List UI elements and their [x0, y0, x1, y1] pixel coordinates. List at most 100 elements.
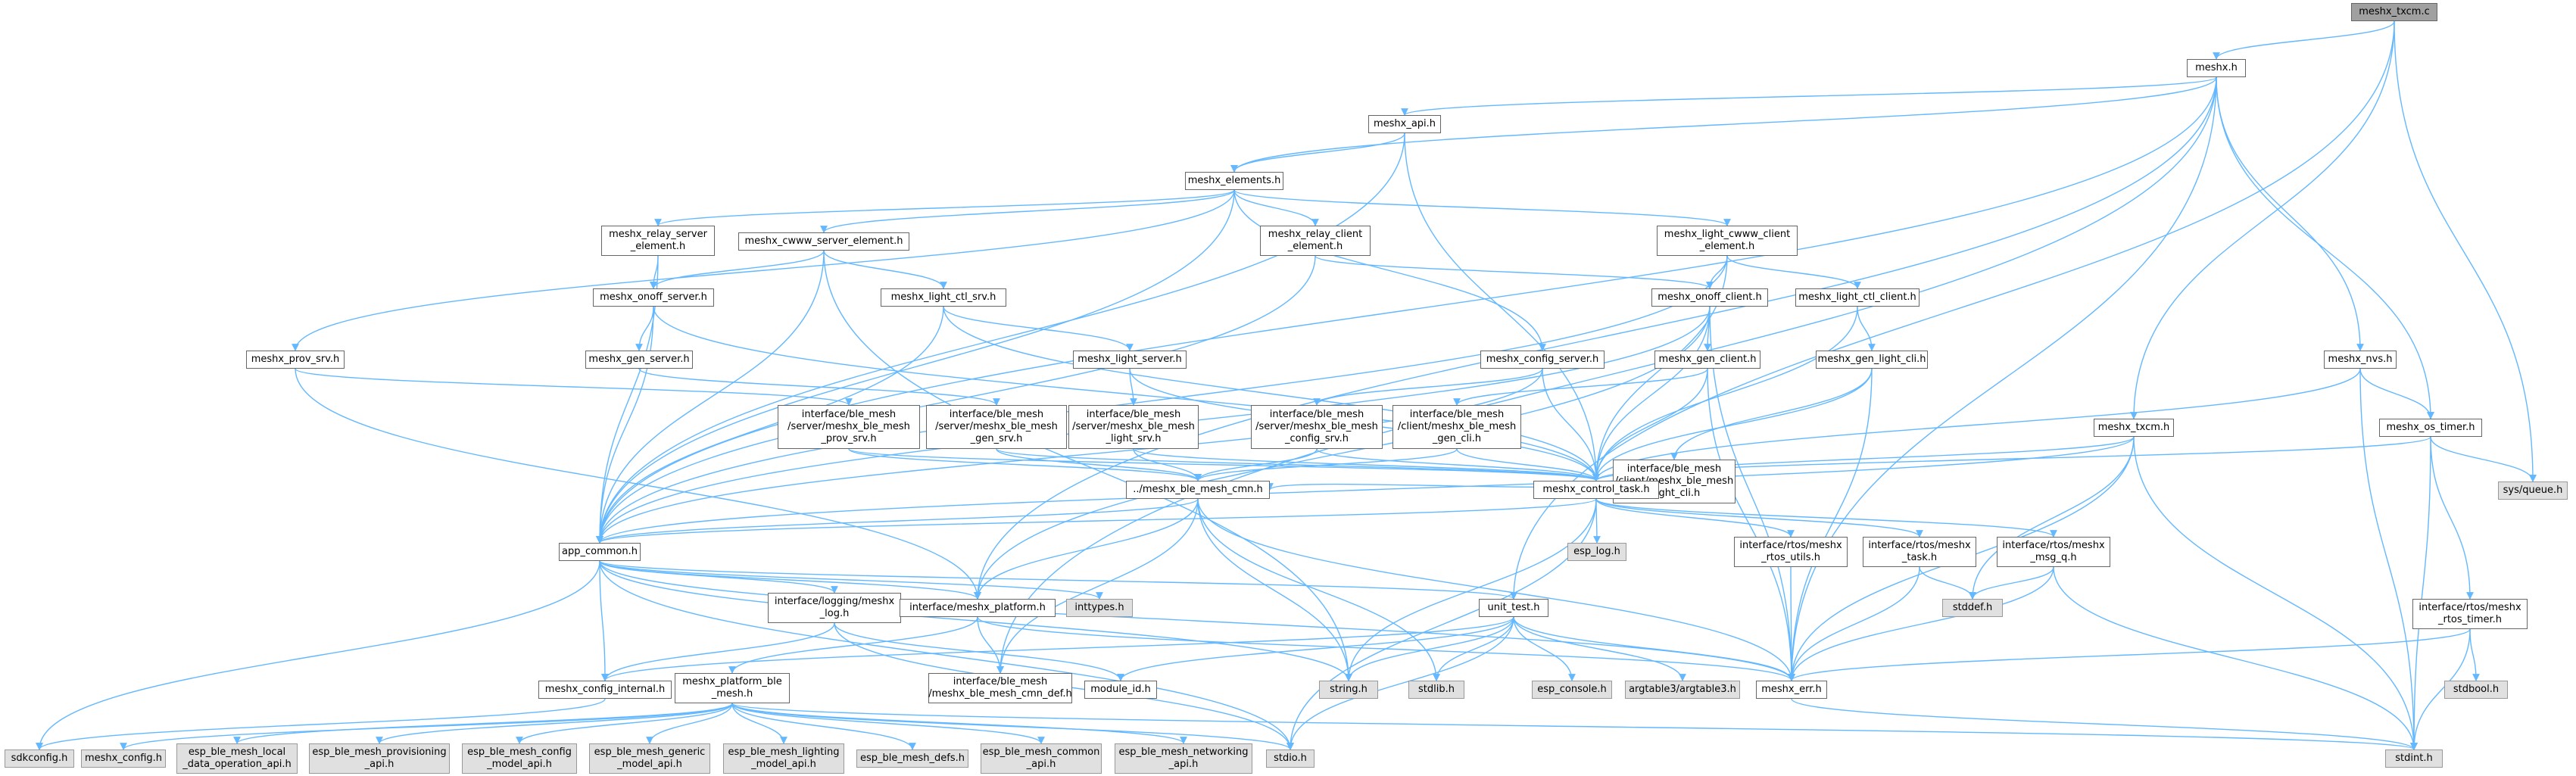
- edge-meshx-cwww-server-element-h-to-app-common-h: [596, 250, 825, 544]
- node-meshx-gen-light-cli-h[interactable]: meshx_gen_light_cli.h: [1816, 351, 1928, 369]
- node-meshx-onoff-server-h[interactable]: meshx_onoff_server.h: [593, 288, 714, 307]
- node-stdio-h[interactable]: stdio.h: [1266, 750, 1315, 768]
- edge-gen-cli-iface-to-ble-mesh-cmn-h: [1194, 448, 1458, 481]
- edge-app-common-h-to-sdkconfig-h: [36, 560, 600, 750]
- node-meshx-prov-srv-h[interactable]: meshx_prov_srv.h: [246, 351, 345, 369]
- node-meshx-txcm-h[interactable]: meshx_txcm.h: [2094, 419, 2174, 437]
- node-esp-lighting-model-h[interactable]: esp_ble_mesh_lighting _model_api.h: [723, 743, 844, 774]
- node-meshx-light-cwww-client-element-h[interactable]: meshx_light_cwww_client _element.h: [1657, 226, 1798, 256]
- edge-rtos-msg-q-h-to-stdint-h: [2053, 566, 2418, 750]
- node-logging-log-h[interactable]: interface/logging/meshx _log.h: [768, 593, 901, 623]
- node-inttypes-h[interactable]: inttypes.h: [1066, 599, 1133, 617]
- edge-gen-srv-iface-to-meshx-control-task-h: [996, 448, 1600, 481]
- node-meshx-platform-ble-mesh-h[interactable]: meshx_platform_ble _mesh.h: [675, 673, 790, 703]
- edge-meshx-gen-server-h-to-gen-srv-iface: [638, 368, 1000, 406]
- node-ble-mesh-cmn-def-h[interactable]: interface/ble_mesh /meshx_ble_mesh_cmn_d…: [928, 673, 1072, 703]
- node-string-h[interactable]: string.h: [1319, 681, 1378, 699]
- node-rtos-utils-h[interactable]: interface/rtos/meshx _rtos_utils.h: [1734, 537, 1848, 567]
- node-ble-mesh-cmn-h[interactable]: ../meshx_ble_mesh_cmn.h: [1126, 481, 1270, 499]
- edge-meshx-h-to-ble-mesh-cmn-def-h: [996, 76, 2217, 674]
- edge-meshx-gen-client-h-to-meshx-err-h: [1707, 368, 1795, 681]
- node-meshx-config-server-h[interactable]: meshx_config_server.h: [1480, 351, 1605, 369]
- node-meshx-gen-client-h[interactable]: meshx_gen_client.h: [1654, 351, 1760, 369]
- edge-meshx-gen-light-cli-h-to-meshx-err-h: [1788, 368, 1873, 681]
- node-esp-networking-h[interactable]: esp_ble_mesh_networking _api.h: [1115, 743, 1252, 774]
- edge-meshx-control-task-h-to-rtos-task-h: [1595, 498, 1923, 538]
- edge-meshx-h-to-meshx-nvs-h: [2216, 76, 2364, 351]
- node-esp-common-api-h[interactable]: esp_ble_mesh_common _api.h: [981, 743, 1102, 774]
- edge-app-common-h-to-meshx-config-internal-h: [599, 560, 609, 681]
- node-meshx-config-h[interactable]: meshx_config.h: [81, 750, 166, 768]
- node-meshx-api-h[interactable]: meshx_api.h: [1368, 115, 1441, 133]
- node-esp-console-h[interactable]: esp_console.h: [1532, 681, 1612, 699]
- node-meshx-light-server-h[interactable]: meshx_light_server.h: [1073, 351, 1187, 369]
- node-stdlib-h[interactable]: stdlib.h: [1408, 681, 1464, 699]
- node-meshx-os-timer-h[interactable]: meshx_os_timer.h: [2379, 419, 2482, 437]
- node-meshx-cwww-server-element-h[interactable]: meshx_cwww_server_element.h: [738, 232, 909, 251]
- edge-meshx-platform-ble-mesh-h-to-esp-defs-h: [731, 703, 916, 750]
- node-app-common-h[interactable]: app_common.h: [559, 543, 641, 561]
- edge-meshx-gen-client-h-to-meshx-control-task-h: [1592, 368, 1708, 481]
- edge-meshx-os-timer-h-to-stdint-h: [2410, 436, 2431, 750]
- node-esp-generic-model-h[interactable]: esp_ble_mesh_generic _model_api.h: [589, 743, 710, 774]
- node-esp-log-h[interactable]: esp_log.h: [1567, 543, 1626, 561]
- node-unit-test-h[interactable]: unit_test.h: [1479, 599, 1548, 617]
- node-esp-config-model-h[interactable]: esp_ble_mesh_config _model_api.h: [462, 743, 577, 774]
- node-meshx-gen-server-h[interactable]: meshx_gen_server.h: [585, 351, 693, 369]
- node-rtos-msg-q-h[interactable]: interface/rtos/meshx _msg_q.h: [1997, 537, 2110, 567]
- node-meshx-elements-h[interactable]: meshx_elements.h: [1185, 172, 1283, 190]
- node-prov-srv-iface[interactable]: interface/ble_mesh /server/meshx_ble_mes…: [778, 405, 920, 449]
- edge-meshx-control-task-h-to-rtos-msg-q-h: [1595, 498, 2057, 538]
- edge-meshx-h-to-meshx-elements-h: [1230, 76, 2217, 173]
- node-esp-provisioning-h[interactable]: esp_ble_mesh_provisioning _api.h: [309, 743, 450, 774]
- edge-ble-mesh-cmn-h-to-meshx-platform-h: [974, 498, 1199, 600]
- node-config-srv-iface[interactable]: interface/ble_mesh /server/meshx_ble_mes…: [1251, 405, 1383, 449]
- node-stddef-h[interactable]: stddef.h: [1942, 599, 2003, 617]
- edge-meshx-platform-ble-mesh-h-to-esp-lighting-model-h: [731, 703, 787, 744]
- edge-meshx-config-server-h-to-app-common-h: [596, 368, 1543, 544]
- edge-unit-test-h-to-argtable3-h: [1513, 616, 1686, 681]
- node-argtable3-h[interactable]: argtable3/argtable3.h: [1625, 681, 1740, 699]
- edge-meshx-control-task-h-to-app-common-h: [596, 498, 1597, 544]
- node-meshx-nvs-h[interactable]: meshx_nvs.h: [2324, 351, 2397, 369]
- edge-ble-mesh-cmn-h-to-meshx-err-h: [1197, 498, 1795, 681]
- node-gen-cli-iface[interactable]: interface/ble_mesh /client/meshx_ble_mes…: [1392, 405, 1521, 449]
- edge-meshx-cwww-server-element-h-to-meshx-onoff-server-h: [650, 250, 825, 289]
- node-meshx-h[interactable]: meshx.h: [2187, 59, 2246, 77]
- node-meshx-light-ctl-client-h[interactable]: meshx_light_ctl_client.h: [1795, 288, 1920, 307]
- edge-meshx-h-to-meshx-api-h: [1401, 76, 2217, 116]
- node-module-id-h[interactable]: module_id.h: [1084, 681, 1157, 699]
- edge-meshx-onoff-server-h-to-meshx-control-task-h: [653, 306, 1600, 481]
- edge-meshx-prov-srv-h-to-meshx-platform-h: [295, 368, 981, 600]
- edge-meshx-platform-h-to-ble-mesh-cmn-def-h: [977, 616, 1004, 674]
- node-meshx-err-h[interactable]: meshx_err.h: [1756, 681, 1827, 699]
- node-stdbool-h[interactable]: stdbool.h: [2444, 681, 2508, 699]
- node-light-srv-iface[interactable]: interface/ble_mesh /server/meshx_ble_mes…: [1068, 405, 1199, 449]
- node-sys-queue-h[interactable]: sys/queue.h: [2498, 481, 2568, 500]
- node-meshx-relay-client-element-h[interactable]: meshx_relay_client _element.h: [1260, 226, 1371, 256]
- node-rtos-timer-h[interactable]: interface/rtos/meshx _rtos_timer.h: [2412, 599, 2528, 629]
- edge-meshx-platform-ble-mesh-h-to-meshx-config-h: [120, 703, 733, 750]
- edge-meshx-txcm-h-to-stddef-h: [1969, 436, 2135, 600]
- node-meshx-txcm-c[interactable]: meshx_txcm.c: [2351, 3, 2437, 21]
- edge-meshx-gen-client-h-to-gen-cli-iface: [1453, 368, 1708, 406]
- edge-unit-test-h-to-stdlib-h: [1433, 616, 1514, 681]
- edge-meshx-control-task-h-to-rtos-utils-h: [1595, 498, 1795, 538]
- edge-meshx-platform-ble-mesh-h-to-stdio-h: [731, 703, 1294, 750]
- node-meshx-control-task-h[interactable]: meshx_control_task.h: [1533, 481, 1659, 499]
- node-meshx-platform-h[interactable]: interface/meshx_platform.h: [900, 599, 1056, 617]
- node-meshx-config-internal-h[interactable]: meshx_config_internal.h: [538, 681, 672, 699]
- edge-meshx-elements-h-to-meshx-config-server-h: [1233, 189, 1546, 351]
- node-meshx-onoff-client-h[interactable]: meshx_onoff_client.h: [1651, 288, 1768, 307]
- node-sdkconfig-h[interactable]: sdkconfig.h: [5, 750, 74, 768]
- edge-meshx-platform-ble-mesh-h-to-esp-provisioning-h: [376, 703, 733, 744]
- edge-meshx-control-task-h-to-string-h: [1345, 498, 1597, 681]
- node-gen-srv-iface[interactable]: interface/ble_mesh /server/meshx_ble_mes…: [926, 405, 1067, 449]
- node-esp-local-data-h[interactable]: esp_ble_mesh_local _data_operation_api.h: [176, 743, 298, 774]
- node-meshx-light-ctl-srv-h[interactable]: meshx_light_ctl_srv.h: [881, 288, 1006, 307]
- edge-meshx-elements-h-to-app-common-h: [596, 189, 1235, 544]
- node-meshx-relay-server-element-h[interactable]: meshx_relay_server _element.h: [601, 226, 715, 256]
- node-esp-defs-h[interactable]: esp_ble_mesh_defs.h: [856, 750, 968, 768]
- node-stdint-h[interactable]: stdint.h: [2385, 750, 2443, 768]
- node-rtos-task-h[interactable]: interface/rtos/meshx _task.h: [1863, 537, 1976, 567]
